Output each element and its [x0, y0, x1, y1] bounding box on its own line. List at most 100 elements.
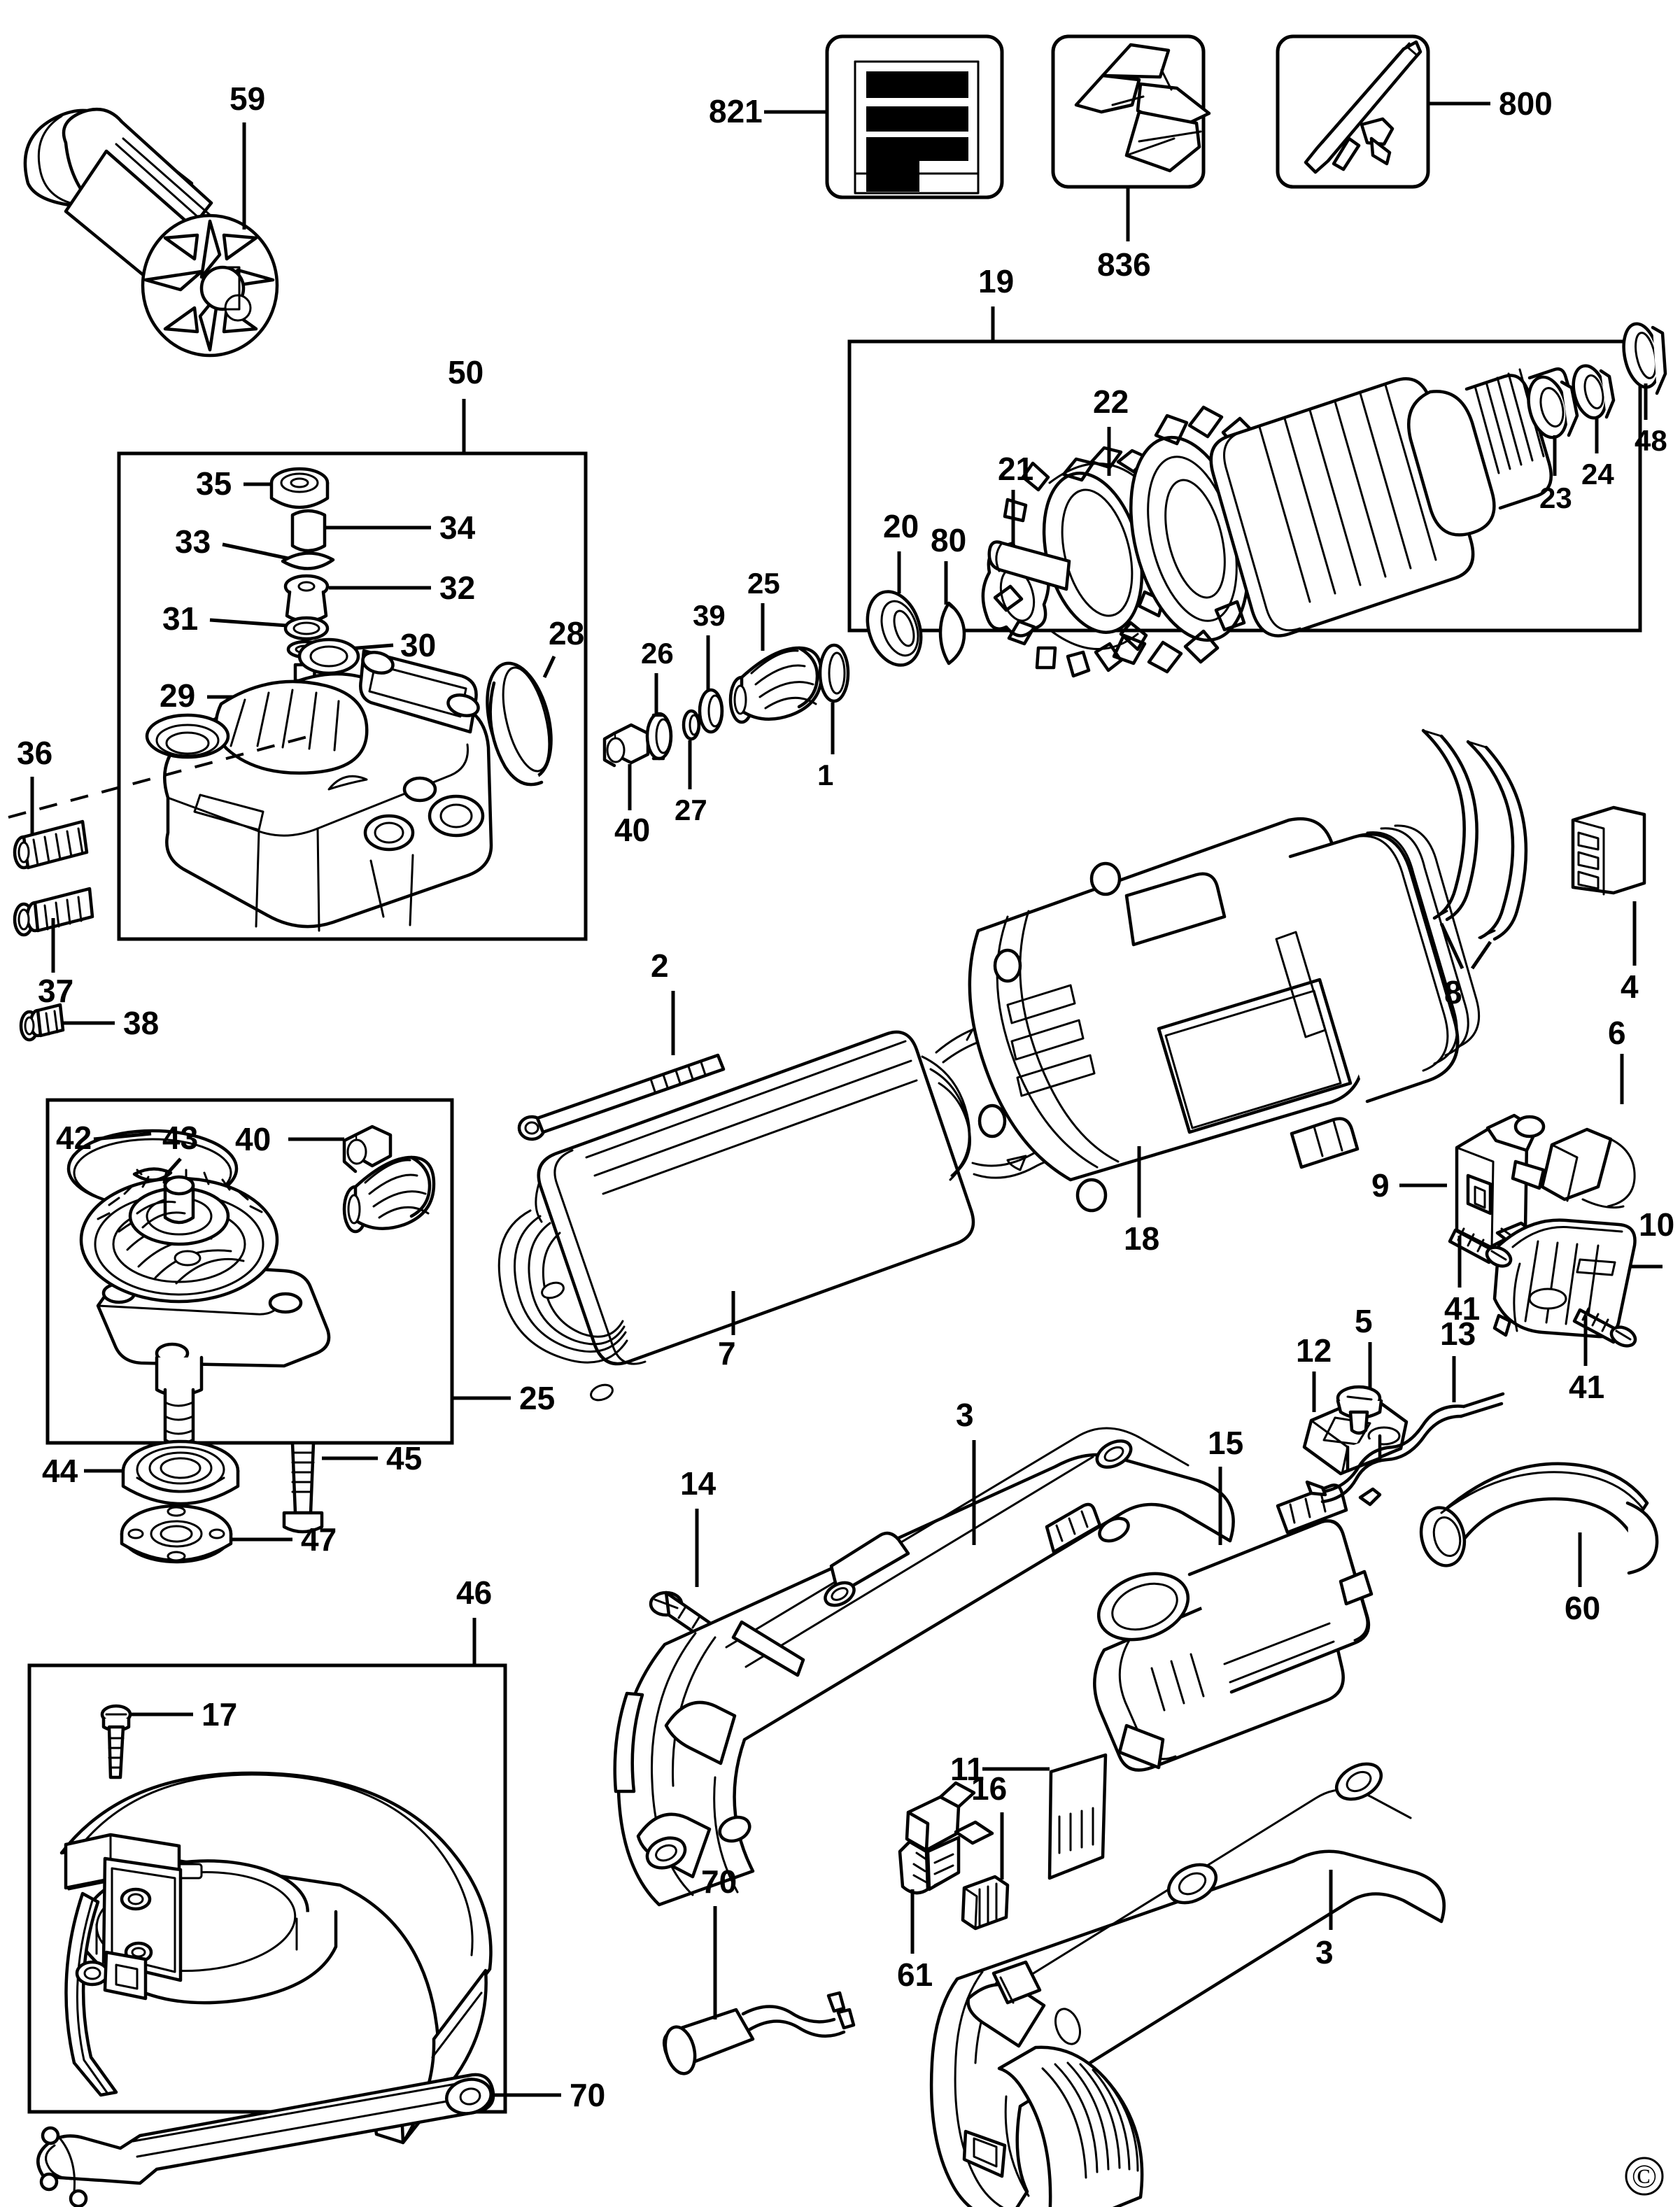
- gearbox-spindle-assembly-box: [45, 1098, 454, 1445]
- part-61-strain-relief-insert: [961, 1875, 1010, 1931]
- callout-7: 18: [1124, 1146, 1159, 1257]
- part-45-outer-flange: [120, 1504, 233, 1564]
- part-16-capacitor: [663, 1991, 856, 2075]
- callout-61: 16: [971, 1770, 1007, 1880]
- callout-22-label: 23: [1539, 481, 1572, 514]
- callout-48-label: 2: [651, 947, 669, 984]
- part-70-spanner-wrench: [36, 2073, 495, 2207]
- gear-case-body: [145, 637, 493, 932]
- callout-18: 8: [1439, 922, 1492, 1010]
- callout-40: 40: [614, 764, 650, 848]
- callout-36-label: 36: [17, 735, 52, 771]
- callout-41: 42: [56, 1120, 152, 1156]
- copyright-symbol: ©: [1632, 2158, 1657, 2195]
- part-9-brush-cover: [1492, 1218, 1637, 1339]
- part-60-cord-strain-relief: [898, 1781, 994, 1895]
- callout-19: 20: [883, 508, 919, 593]
- callout-24: 48: [1635, 383, 1667, 457]
- callout-14-label: 3: [956, 1397, 974, 1433]
- part-26-washer-a: [645, 712, 673, 761]
- callout-60: 61: [897, 1889, 933, 1993]
- callout-19-label: 20: [883, 508, 919, 544]
- callout-1: 19: [978, 263, 1014, 341]
- part-33-washer: [281, 551, 335, 570]
- part-28-clamp-ring: [486, 661, 553, 787]
- callout-2: 7: [718, 1291, 736, 1372]
- armature-core-assembly: [987, 367, 1574, 674]
- part-14-handle-housing-half-lower: [929, 1762, 1446, 2207]
- callout-3-label: 15: [1208, 1425, 1243, 1461]
- callout-27: 27: [675, 740, 707, 826]
- callout-42-label: 43: [162, 1120, 198, 1156]
- part-43-inner-flange: [121, 1439, 240, 1506]
- part-19-ball-bearing: [866, 590, 923, 667]
- callout-12: 5: [1355, 1303, 1373, 1390]
- callout-7-label: 18: [1124, 1220, 1159, 1257]
- callout-6: 9: [1371, 1167, 1447, 1204]
- callout-836-label: 836: [1097, 246, 1151, 283]
- callout-38-label: 38: [123, 1005, 159, 1041]
- part-42-retaining-clip: [132, 1167, 173, 1182]
- callout-10-a: 41: [1444, 1236, 1480, 1327]
- callout-80: 21: [998, 451, 1033, 544]
- part-18-air-baffles: [1421, 728, 1528, 941]
- callout-14-upper: 3: [956, 1397, 976, 1545]
- callout-34-label: 34: [439, 509, 476, 546]
- callout-2-label: 7: [718, 1335, 736, 1372]
- callout-37: 37: [38, 918, 73, 1009]
- callout-14-lower: 3: [1315, 1870, 1334, 1970]
- callout-3: 15: [1208, 1425, 1243, 1545]
- part-40-hex-nut-b: [342, 1124, 393, 1173]
- callout-24-label: 48: [1635, 424, 1667, 457]
- callout-44-label: 45: [386, 1440, 422, 1476]
- armature-assembly-box: [847, 339, 1642, 633]
- part-20-circlip: [938, 601, 966, 665]
- callout-47-label: 46: [456, 1574, 492, 1611]
- callout-59-label: 59: [230, 80, 265, 117]
- gearbox-spindle-body: [79, 1169, 331, 1446]
- callout-9-label: 10: [1639, 1206, 1674, 1243]
- callout-43: 44: [42, 1453, 123, 1489]
- callout-40-label: 40: [614, 812, 650, 848]
- part-31-o-ring: [283, 616, 330, 641]
- callout-31: 31: [162, 600, 288, 637]
- callout-35-label: 35: [196, 465, 232, 502]
- part-48-field-screw: [517, 1053, 726, 1141]
- part-25-seal-ring: [818, 643, 850, 703]
- part-44-flange-screw: [282, 1441, 324, 1534]
- part-46-guard-screw: [100, 1704, 132, 1779]
- part-36-screw: [13, 819, 89, 870]
- alignment-dash-line: [8, 733, 316, 819]
- callout-46-label: 17: [202, 1696, 237, 1733]
- part-35-ball-bearing: [269, 467, 330, 509]
- callout-25: 1: [817, 703, 835, 791]
- callout-13-label: 60: [1565, 1590, 1600, 1626]
- callout-10b-label: 41: [1569, 1369, 1604, 1405]
- callout-41-label: 42: [56, 1120, 92, 1156]
- callout-48: 2: [651, 947, 675, 1055]
- callout-33-label: 33: [175, 523, 211, 560]
- callout-37-label: 37: [38, 973, 73, 1009]
- callout-23: 24: [1581, 418, 1614, 491]
- callout-50: 50: [448, 354, 483, 453]
- callout-45-label: 47: [301, 1521, 337, 1558]
- callout-4-label: 6: [1608, 1015, 1626, 1051]
- callout-29-label: 29: [160, 677, 195, 714]
- callout-26a-label: 26: [641, 637, 674, 670]
- callout-21-label: 22: [1093, 383, 1129, 420]
- callout-27-label: 27: [675, 794, 707, 826]
- callout-12-label: 5: [1355, 1303, 1373, 1339]
- callout-21: 22: [1093, 383, 1129, 476]
- part-37-screw: [13, 887, 94, 937]
- callout-821: 821: [709, 93, 827, 129]
- callout-15: 11: [950, 1751, 1050, 1787]
- callout-32-label: 32: [439, 570, 475, 606]
- callout-11: 12: [1296, 1332, 1332, 1412]
- part-15-nameplate: [1047, 1753, 1108, 1880]
- callout-20: 80: [931, 522, 966, 605]
- part-27-spacer: [682, 709, 701, 741]
- callout-5-label: 13: [1440, 1316, 1476, 1352]
- callout-16-label: 70: [701, 1863, 737, 1900]
